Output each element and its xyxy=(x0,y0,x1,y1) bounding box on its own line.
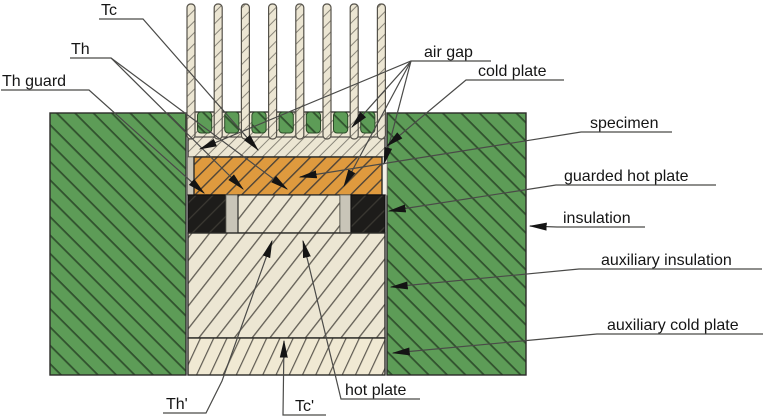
leader-tc xyxy=(99,18,259,151)
guard-heater-right xyxy=(350,194,386,234)
fin-gap-insulation-piece xyxy=(224,111,240,134)
label-insulation: insulation xyxy=(528,210,645,231)
leader-tc-prime xyxy=(279,339,326,416)
leader-th-guard xyxy=(1,89,205,194)
fin-gap-insulation-piece xyxy=(197,111,213,134)
leader-cold-plate xyxy=(386,79,564,147)
fin xyxy=(213,3,223,140)
fin-gap-insulation-piece xyxy=(278,111,294,134)
label-th-prime: Th' xyxy=(163,239,273,414)
guarded-hot-plate-layer xyxy=(187,194,386,234)
auxiliary-insulation-block xyxy=(187,232,386,339)
guard-air-gap-right xyxy=(339,194,352,234)
leader-specimen xyxy=(298,131,672,179)
fin xyxy=(322,3,332,140)
label-cold-plate-text: cold plate xyxy=(478,63,547,80)
label-th-prime-text: Th' xyxy=(166,396,188,413)
label-th-text: Th xyxy=(71,41,90,58)
fin xyxy=(240,3,250,140)
leader-th-2 xyxy=(110,57,289,190)
specimen-block xyxy=(193,156,383,196)
label-auxiliary-insulation: auxiliary insulation xyxy=(389,252,762,290)
label-specimen-text: specimen xyxy=(590,115,658,132)
label-hot-plate-text: hot plate xyxy=(345,382,406,399)
leader-th-prime xyxy=(163,239,273,414)
insulation-right-block xyxy=(386,112,527,376)
leader-air-gap-2 xyxy=(351,60,412,128)
label-tc: Tc xyxy=(99,2,259,151)
label-air-gap: air gap xyxy=(198,44,491,188)
fin-gap-insulation-piece xyxy=(333,111,349,134)
leader-insulation xyxy=(528,222,645,231)
label-guarded-hot-plate: guarded hot plate xyxy=(387,168,716,213)
label-hot-plate: hot plate xyxy=(302,239,420,400)
air-gap-left xyxy=(187,156,195,196)
label-tc-prime-text: Tc' xyxy=(295,398,314,415)
guard-heater-left xyxy=(187,194,227,234)
label-auxiliary-cold-plate: auxiliary cold plate xyxy=(391,317,763,356)
fin xyxy=(186,3,196,140)
cold-plate-fins xyxy=(186,3,386,140)
fin-gap-insulation-piece xyxy=(305,111,321,134)
hot-plate-center xyxy=(237,194,341,234)
auxiliary-cold-plate-block xyxy=(187,337,386,376)
label-tc-prime: Tc' xyxy=(279,339,326,416)
label-air-gap-text: air gap xyxy=(424,44,473,61)
fin xyxy=(376,3,386,140)
label-specimen: specimen xyxy=(298,115,672,179)
leader-guarded-hot-plate xyxy=(387,184,716,213)
fin xyxy=(295,3,305,140)
leader-air-gap-3 xyxy=(383,60,412,166)
leader-hot-plate xyxy=(302,239,420,400)
leader-auxiliary-insulation xyxy=(389,268,762,290)
leader-auxiliary-cold-plate xyxy=(391,333,763,356)
fin-gap-insulation-piece xyxy=(251,111,267,134)
label-th-guard: Th guard xyxy=(1,73,205,194)
label-auxiliary-cold-plate-text: auxiliary cold plate xyxy=(607,317,739,334)
label-insulation-text: insulation xyxy=(563,210,631,227)
leader-air-gap-4 xyxy=(343,60,412,188)
cold-plate-assembly xyxy=(186,3,386,158)
insulation-left-block xyxy=(49,112,187,376)
guard-air-gap-left xyxy=(225,194,239,234)
label-auxiliary-insulation-text: auxiliary insulation xyxy=(601,252,732,269)
label-th-guard-text: Th guard xyxy=(2,73,66,90)
label-guarded-hot-plate-text: guarded hot plate xyxy=(564,168,689,185)
fin xyxy=(268,3,278,140)
label-tc-text: Tc xyxy=(101,2,117,19)
fin xyxy=(349,3,359,140)
label-cold-plate: cold plate xyxy=(386,63,564,147)
